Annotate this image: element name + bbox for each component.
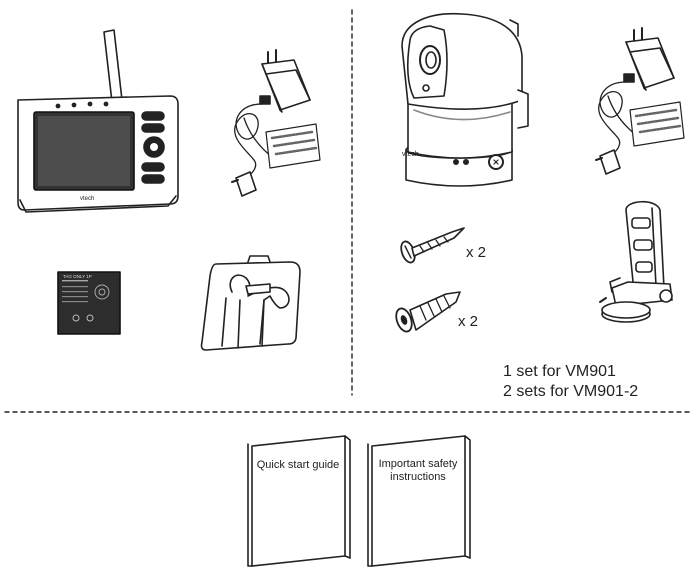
set-note-line-1: 1 set for VM901 xyxy=(503,363,616,380)
anchor-quantity: x 2 xyxy=(458,313,479,330)
battery-pack xyxy=(57,271,121,335)
set-note-line-2: 2 sets for VM901-2 xyxy=(503,383,639,400)
screw-quantity: x 2 xyxy=(466,244,487,261)
power-adapter-right xyxy=(595,27,685,175)
wall-anchor xyxy=(395,291,461,333)
battery-label-text: TAG ONLY 1P xyxy=(63,274,92,279)
power-adapter-left xyxy=(231,49,321,197)
baby-unit-camera xyxy=(401,12,529,187)
parent-unit-monitor xyxy=(17,29,179,213)
monitor-stand xyxy=(200,255,301,351)
safety-instructions-label: Important safety instructions xyxy=(378,458,458,483)
booklet-quick-start xyxy=(247,435,351,567)
booklet-safety xyxy=(367,435,471,567)
set-note: 1 set for VM901 2 sets for VM901-2 xyxy=(503,362,638,402)
camera-brand-text: vtech xyxy=(402,151,419,158)
wall-mount-bracket xyxy=(599,200,673,323)
quick-start-guide-label: Quick start guide xyxy=(256,459,340,471)
mounting-screw xyxy=(400,227,465,264)
monitor-brand-text: vtech xyxy=(80,196,94,202)
